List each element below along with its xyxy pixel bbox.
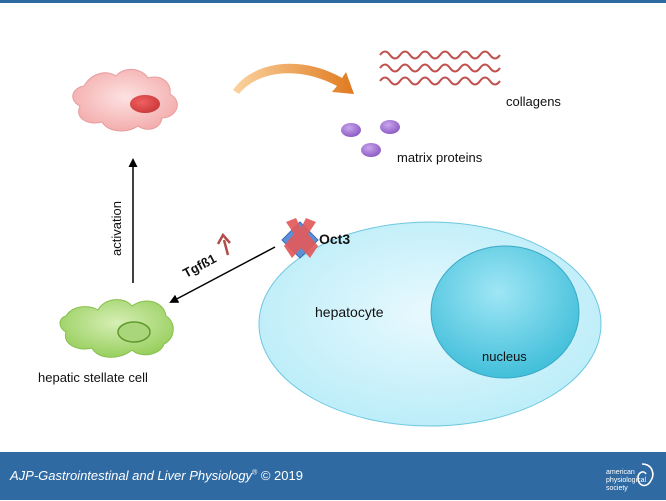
nucleus-label: nucleus xyxy=(482,349,527,364)
hepatocyte-label: hepatocyte xyxy=(315,304,384,320)
curved-arrow-icon xyxy=(233,63,354,94)
registered-mark: ® xyxy=(252,469,258,477)
activated-cell-nucleus xyxy=(130,95,160,113)
quiescent-stellate-cell-icon xyxy=(59,299,174,358)
tgfb1-arrow xyxy=(169,246,276,303)
tgfb1-label: Tgfß1 xyxy=(180,251,218,281)
hepatic-stellate-cell-label: hepatic stellate cell xyxy=(38,370,148,385)
top-rule xyxy=(0,0,666,3)
activated-cell-icon xyxy=(72,69,178,132)
activation-label: activation xyxy=(109,201,124,256)
aps-logo: american physiological society xyxy=(606,460,658,496)
matrix-protein-icon xyxy=(341,120,400,157)
collagen-wave-icon xyxy=(379,50,501,86)
footer-citation: AJP-Gastrointestinal and Liver Physiolog… xyxy=(10,468,303,483)
footer: AJP-Gastrointestinal and Liver Physiolog… xyxy=(0,452,666,500)
tgfb1-up-arrow-icon xyxy=(216,232,231,256)
copyright: © 2019 xyxy=(260,468,303,483)
collagens-label: collagens xyxy=(506,94,561,109)
journal-name: AJP-Gastrointestinal and Liver Physiolog… xyxy=(10,468,253,483)
aps-logo-text: american physiological society xyxy=(606,469,647,492)
nucleus xyxy=(430,245,580,379)
matrix-proteins-label: matrix proteins xyxy=(397,150,483,165)
blocked-x-icon xyxy=(281,218,319,259)
aps-logo-mark-icon xyxy=(637,463,654,487)
diagram-canvas: collagens matrix proteins activation hep… xyxy=(38,50,602,427)
oct3-label: Oct3 xyxy=(319,231,350,247)
stellate-cell-nucleus xyxy=(117,321,151,343)
